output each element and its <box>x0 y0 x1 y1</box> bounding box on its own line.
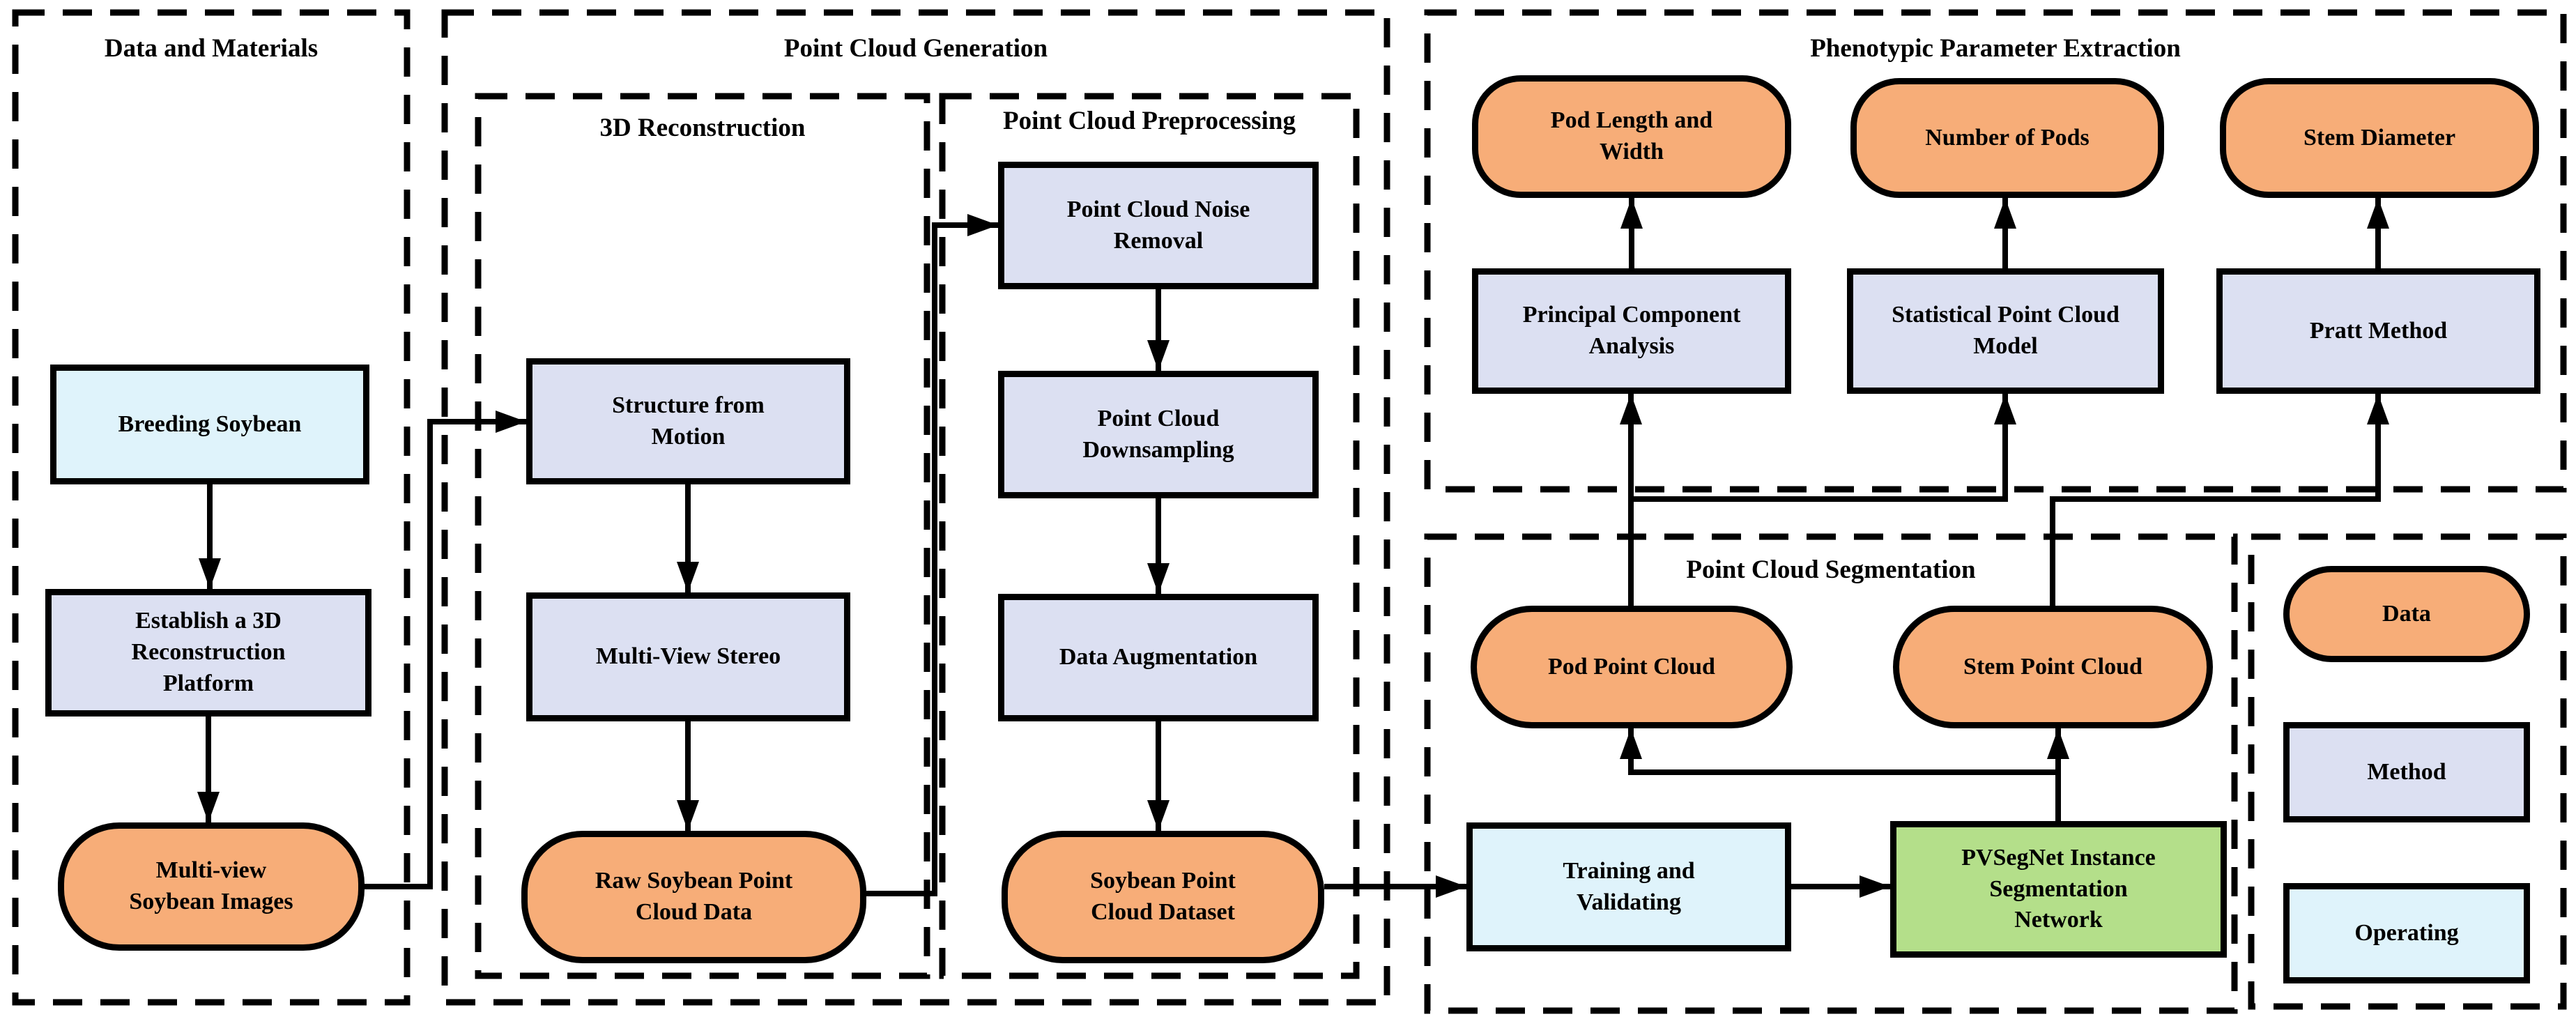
node-point-cloud-dataset: Soybean Point Cloud Dataset <box>1002 831 1324 963</box>
panel-title-preprocessing: Point Cloud Preprocessing <box>1002 107 1296 135</box>
node-breeding-soybean: Breeding Soybean <box>50 365 369 484</box>
node-stem-point-cloud: Stem Point Cloud <box>1893 606 2213 728</box>
panel-title-generation: Point Cloud Generation <box>783 34 1048 63</box>
legend-item-operating: Operating <box>2283 883 2530 983</box>
arrow-stemcloud-to-pratt <box>2050 394 2389 606</box>
panel-phenotypic-border <box>1424 9 2567 493</box>
legend-item-method: Method <box>2283 722 2530 822</box>
node-noise-removal: Point Cloud Noise Removal <box>998 162 1319 289</box>
node-multiview-images: Multi-view Soybean Images <box>58 822 365 951</box>
node-pvsegnet: PVSegNet Instance Segmentation Network <box>1890 821 2227 958</box>
panel-title-data-materials: Data and Materials <box>104 34 319 63</box>
node-number-of-pods: Number of Pods <box>1850 78 2164 198</box>
legend-item-data: Data <box>2283 566 2530 662</box>
panel-segmentation-border <box>1424 533 2238 1014</box>
node-pca: Principal Component Analysis <box>1472 268 1791 394</box>
arrow-podcloud-to-statistical-model <box>1631 394 2016 502</box>
node-data-augmentation: Data Augmentation <box>998 594 1319 721</box>
node-raw-point-cloud: Raw Soybean Point Cloud Data <box>521 831 866 963</box>
panel-title-segmentation: Point Cloud Segmentation <box>1686 556 1976 584</box>
node-pod-length-width: Pod Length and Width <box>1472 75 1791 198</box>
node-pratt-method: Pratt Method <box>2216 268 2540 394</box>
panel-generation-border <box>441 9 1390 1006</box>
node-structure-from-motion: Structure from Motion <box>526 358 850 484</box>
panel-preprocessing-border <box>939 93 1360 979</box>
node-pod-point-cloud: Pod Point Cloud <box>1471 606 1793 728</box>
arrow-rawcloud-to-noise <box>866 214 998 896</box>
node-training-validating: Training and Validating <box>1466 822 1791 951</box>
arrow-pvsegnet-to-podcloud <box>1620 728 2058 775</box>
node-downsampling: Point Cloud Downsampling <box>998 371 1319 498</box>
node-stem-diameter: Stem Diameter <box>2220 78 2539 198</box>
node-establish-platform: Establish a 3D Reconstruction Platform <box>45 589 371 717</box>
panel-legend-border <box>2248 533 2567 1010</box>
node-statistical-model: Statistical Point Cloud Model <box>1847 268 2164 394</box>
panel-title-phenotypic: Phenotypic Parameter Extraction <box>1810 34 2181 63</box>
node-multi-view-stereo: Multi-View Stereo <box>526 592 850 721</box>
panel-title-reconstruction: 3D Reconstruction <box>599 114 806 142</box>
arrow-multiview-to-sfm <box>365 411 526 889</box>
panel-data-materials-border <box>12 9 411 1006</box>
